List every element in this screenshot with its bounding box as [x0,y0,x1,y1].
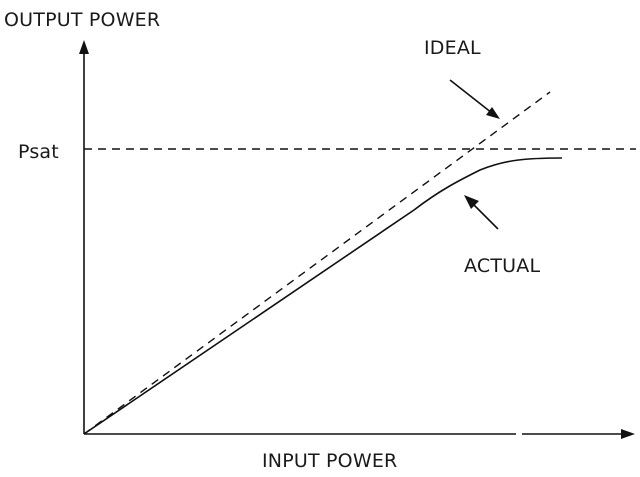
ideal-pointer-arrow [449,79,493,114]
x-axis-arrowhead [621,429,635,439]
ideal-line [83,91,551,435]
actual-pointer-arrowhead [464,195,479,209]
y-axis-label: OUTPUT POWER [4,9,160,31]
ideal-pointer-arrowhead [486,107,500,119]
y-axis-arrowhead [79,40,89,54]
x-axis-label: INPUT POWER [262,450,397,472]
psat-label: Psat [18,141,59,163]
ideal-label: IDEAL [424,37,481,59]
actual-label: ACTUAL [464,255,540,277]
actual-pointer-arrow [470,201,499,230]
actual-curve [83,157,563,435]
